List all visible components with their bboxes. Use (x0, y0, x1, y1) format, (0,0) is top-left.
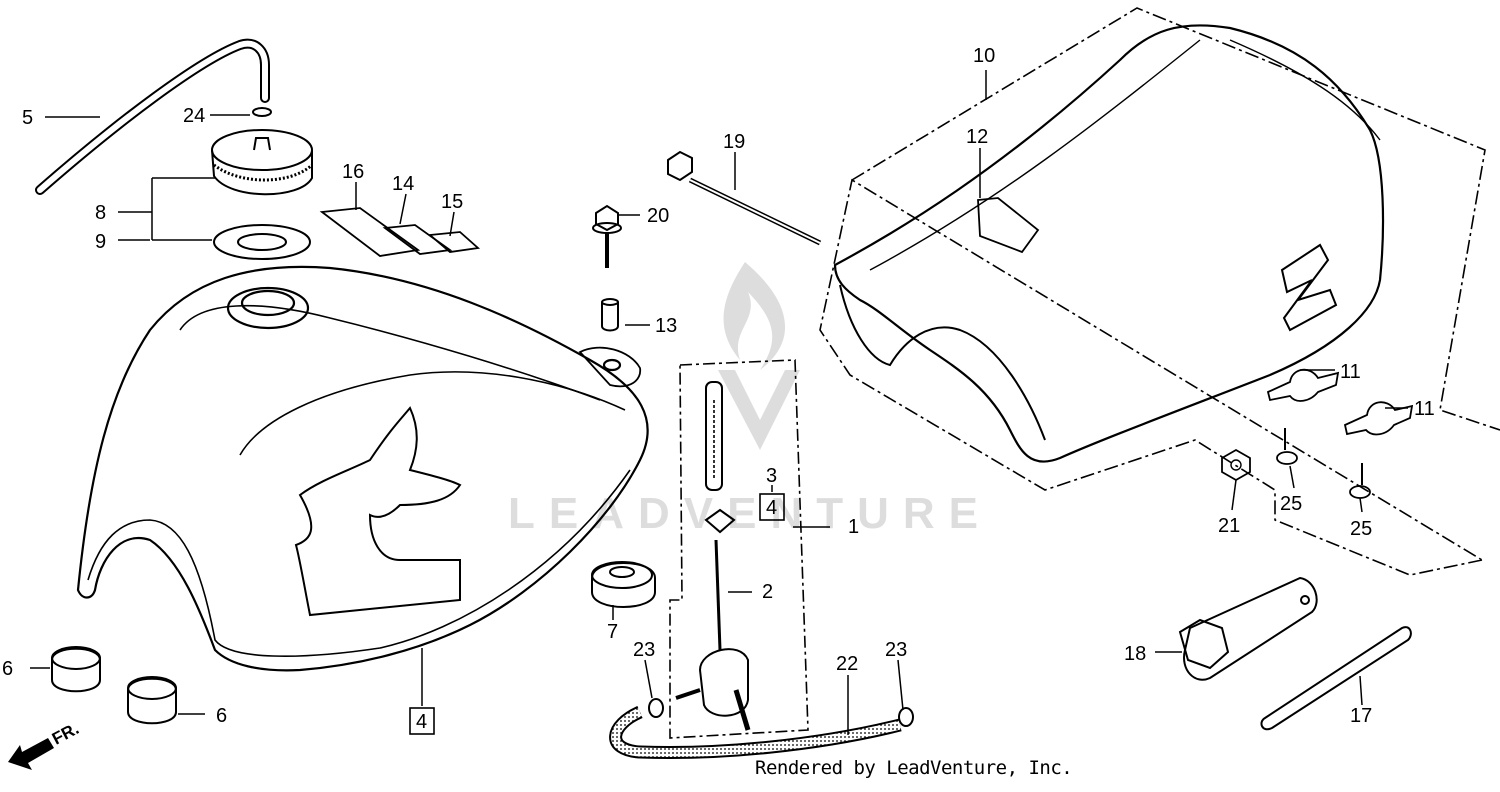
callout-4: 4 (766, 497, 777, 519)
front-direction-label: FR. (49, 719, 82, 749)
callout-7: 7 (607, 621, 618, 643)
fuel-tank (76, 265, 649, 672)
callout-17: 17 (1350, 705, 1372, 727)
callout-4: 4 (416, 711, 427, 733)
callout-6: 6 (216, 705, 227, 727)
callout-box-4 (759, 493, 785, 521)
cap-group (35, 38, 314, 260)
watermark-text: LEADVENTURE (508, 489, 992, 538)
rubber-group (51, 561, 656, 725)
callout-25: 25 (1280, 493, 1302, 515)
callout-11: 11 (1340, 361, 1361, 383)
leader-lines (30, 70, 1408, 735)
callout-24: 24 (183, 105, 205, 127)
callout-25: 25 (1350, 518, 1372, 540)
callout-6: 6 (2, 658, 13, 680)
front-direction-arrow: FR. (8, 719, 82, 770)
callout-23: 23 (633, 639, 655, 661)
callout-20: 20 (647, 205, 669, 227)
tool-group (1178, 576, 1412, 731)
hose-group (609, 698, 914, 760)
callout-14: 14 (392, 173, 414, 195)
callout-12: 12 (966, 126, 988, 148)
fuel-cock-group (669, 359, 809, 739)
bolt-group (592, 150, 822, 332)
watermark: LEADVENTURE (508, 262, 992, 538)
callout-10: 10 (973, 45, 995, 67)
callout-16: 16 (342, 161, 364, 183)
callout-18: 18 (1124, 643, 1146, 665)
callout-1: 1 (848, 516, 859, 538)
callout-15: 15 (441, 191, 463, 213)
callout-9: 9 (95, 231, 106, 253)
callout-box-4 (409, 707, 435, 735)
callout-21: 21 (1218, 515, 1240, 537)
render-credit: Rendered by LeadVenture, Inc. (755, 757, 1073, 779)
callout-22: 22 (836, 653, 858, 675)
callout-labels: 1 2 3 4 4 5 6 6 7 8 9 10 11 11 12 13 14 … (2, 45, 1435, 733)
callout-8: 8 (95, 202, 106, 224)
callout-5: 5 (22, 107, 33, 129)
callout-23: 23 (885, 639, 907, 661)
callout-13: 13 (655, 315, 677, 337)
decal-group (319, 207, 481, 257)
seat-group (819, 7, 1500, 576)
callout-11: 11 (1414, 398, 1435, 420)
callout-3: 3 (766, 465, 777, 487)
callout-2: 2 (762, 581, 773, 603)
callout-19: 19 (723, 131, 745, 153)
